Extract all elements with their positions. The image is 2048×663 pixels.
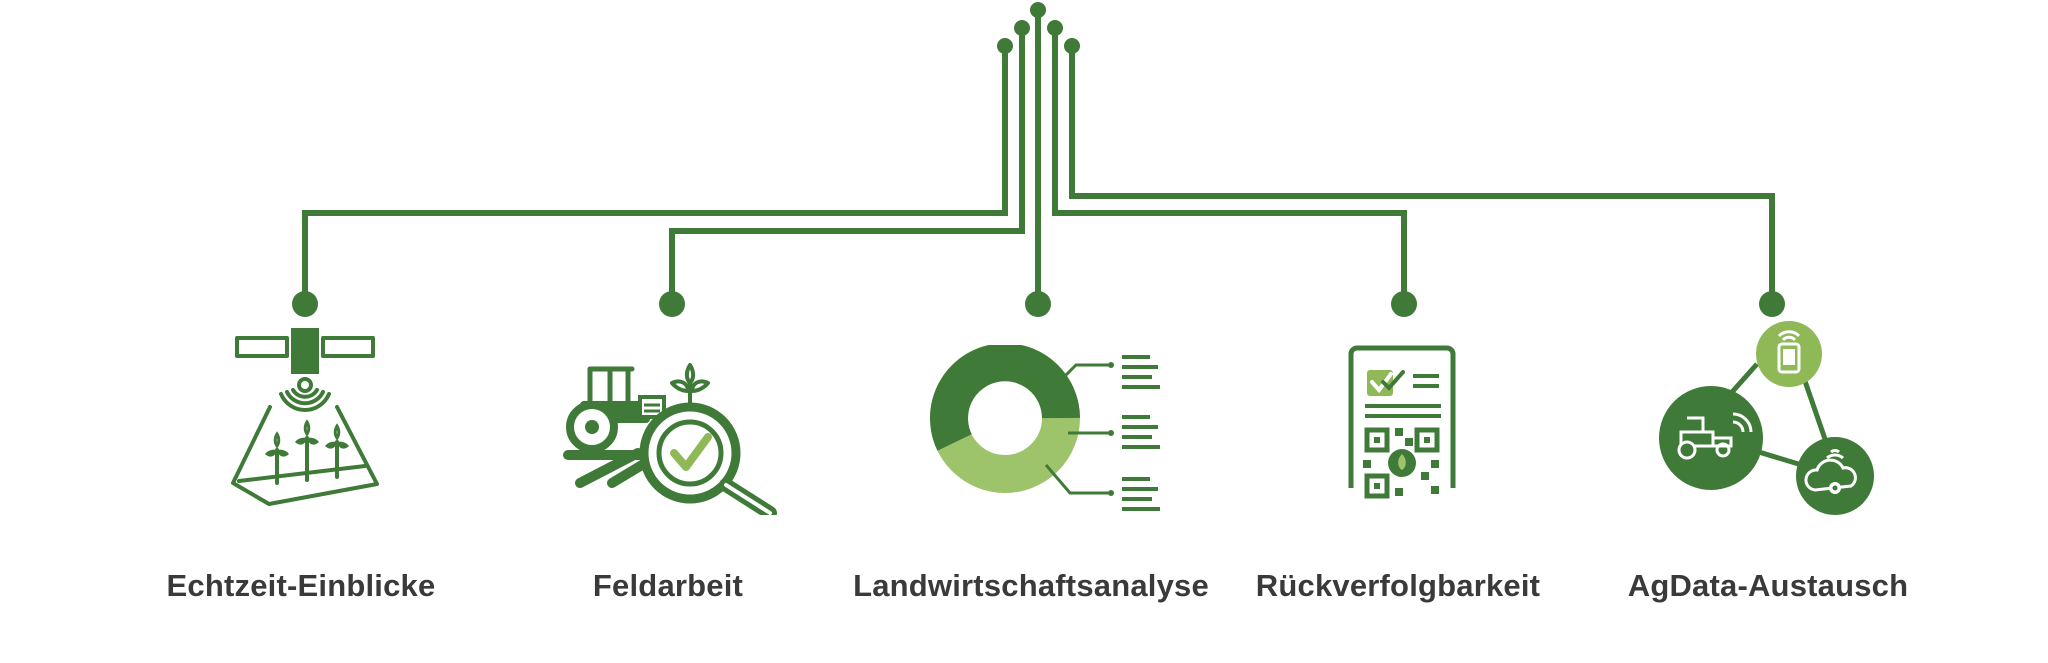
data-exchange-network-icon <box>1659 321 1874 515</box>
tractor-inspection-icon <box>563 363 777 515</box>
end-dot-2 <box>659 291 685 317</box>
hub-dot-1 <box>997 38 1013 54</box>
hub-dot-3 <box>1030 2 1046 18</box>
end-dot-5 <box>1759 291 1785 317</box>
connector-line-2 <box>669 28 1025 303</box>
label-rueckverfolgbarkeit: Rückverfolgbarkeit <box>1255 568 1541 603</box>
hub-dot-2 <box>1014 20 1030 36</box>
label-agdata-austausch: AgData-Austausch <box>1627 568 1909 603</box>
hub-dot-4 <box>1047 20 1063 36</box>
traceability-document-icon <box>1348 345 1456 499</box>
end-dot-1 <box>292 291 318 317</box>
connector-line-1 <box>302 46 1008 303</box>
connector-line-5 <box>1069 46 1775 303</box>
connector-line-4 <box>1052 28 1407 303</box>
label-landwirtschaftsanalyse: Landwirtschaftsanalyse <box>853 568 1209 603</box>
label-feldarbeit: Feldarbeit <box>592 568 744 603</box>
donut-chart-icon <box>930 345 1160 511</box>
end-dot-3 <box>1025 291 1051 317</box>
hub-dot-5 <box>1064 38 1080 54</box>
satellite-field-icon <box>231 328 379 506</box>
end-dot-4 <box>1391 291 1417 317</box>
label-echtzeit-einblicke: Echtzeit-Einblicke <box>166 568 436 603</box>
